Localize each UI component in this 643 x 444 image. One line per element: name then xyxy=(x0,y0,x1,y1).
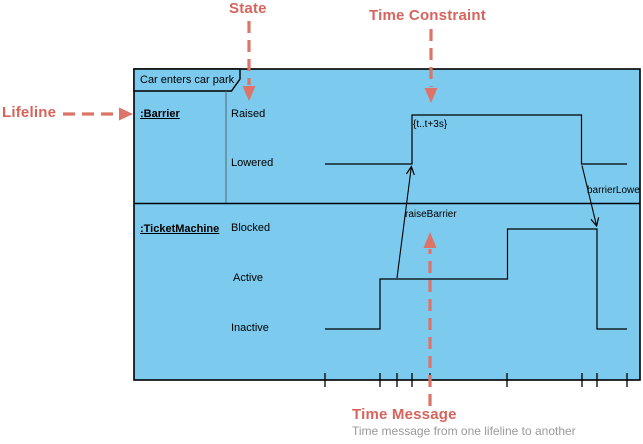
frame-label-pentagon xyxy=(133,68,241,92)
raise-barrier-message-line xyxy=(396,167,411,279)
frame-background xyxy=(133,68,641,381)
time-constraint-arrowhead-icon xyxy=(424,88,438,103)
message-label-raise-barrier: raiseBarrier xyxy=(405,209,457,220)
frame-label: Car enters car park xyxy=(140,74,235,86)
lifeline-name-ticketmachine: :TicketMachine xyxy=(140,223,220,235)
state-label-inactive: Inactive xyxy=(231,322,269,334)
message-label-barrier-lowered: barrierLowered xyxy=(587,185,640,196)
lifeline-arrowhead-icon xyxy=(119,107,133,121)
lifeline-callout-label: Lifeline xyxy=(2,104,57,121)
barrier-waveform xyxy=(325,114,627,165)
time-message-callout-label: Time Message xyxy=(352,406,457,423)
state-callout-label: State xyxy=(229,0,267,17)
time-message-callout-description: Time message from one lifeline to anothe… xyxy=(352,424,576,438)
state-label-raised: Raised xyxy=(231,108,266,120)
time-constraint-callout-label: Time Constraint xyxy=(369,7,486,24)
state-arrowhead-icon xyxy=(242,86,256,101)
time-message-arrowhead-icon xyxy=(423,232,437,248)
state-label-blocked: Blocked xyxy=(231,222,271,234)
time-constraint-value: {t..t+3s} xyxy=(413,119,448,130)
barrier-lowered-message-line xyxy=(581,165,597,226)
state-label-lowered: Lowered xyxy=(231,157,274,169)
state-label-active: Active xyxy=(233,272,263,284)
ticketmachine-waveform xyxy=(325,228,627,330)
lifeline-name-barrier: :Barrier xyxy=(140,108,180,120)
